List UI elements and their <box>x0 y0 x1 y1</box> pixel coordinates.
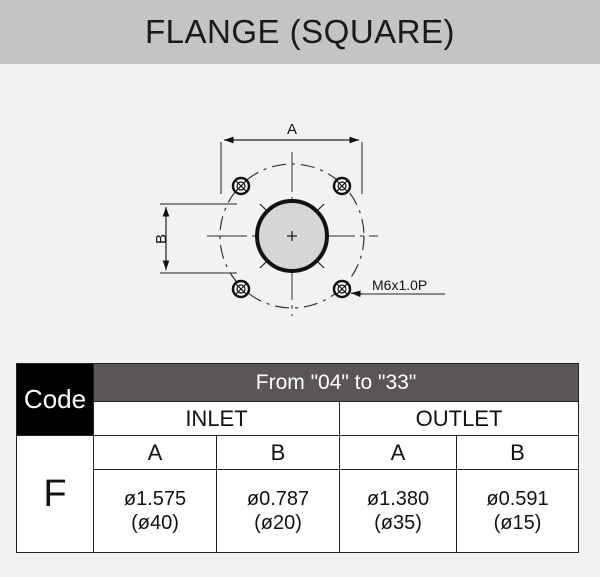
outlet-header: OUTLET <box>338 401 580 436</box>
bolt-callout: M6x1.0P <box>350 277 445 298</box>
bolt-size-label: M6x1.0P <box>372 277 427 293</box>
dimension-a: A <box>220 121 363 194</box>
range-header: From "04" to "33" <box>92 363 580 402</box>
bolt-hole-top-left <box>231 176 251 196</box>
outlet-b-inch: ø0.591 <box>486 488 549 510</box>
dimension-a-label: A <box>287 121 297 138</box>
dimension-b: B <box>153 203 237 274</box>
outlet-a-inch: ø1.380 <box>366 488 430 510</box>
outlet-a-mm: (ø35) <box>374 512 422 534</box>
outlet-b-mm: (ø15) <box>493 512 542 534</box>
row-code-cell: F <box>16 435 94 553</box>
inlet-a-mm: (ø40) <box>131 512 179 534</box>
bolt-hole-top-right <box>332 176 352 196</box>
outlet-col-a: A <box>339 435 457 470</box>
outlet-col-b: B <box>455 435 580 470</box>
code-header: Code <box>16 363 94 436</box>
bolt-hole-bottom-right <box>332 279 352 299</box>
flange-spec-table: Code From "04" to "33" INLET OUTLET F A … <box>16 363 580 553</box>
flange-drawing: A B M6x1.0P <box>153 121 445 316</box>
page-title: FLANGE (SQUARE) <box>144 13 456 50</box>
outlet-a-value: ø1.380 (ø35) <box>339 469 457 553</box>
inlet-b-mm: (ø20) <box>254 512 302 534</box>
header-bar: FLANGE (SQUARE) <box>0 0 600 64</box>
inlet-a-inch: ø1.575 <box>123 488 187 510</box>
inlet-a-value: ø1.575 (ø40) <box>93 469 217 553</box>
inlet-b-value: ø0.787 (ø20) <box>216 469 340 553</box>
inlet-col-b: B <box>216 435 340 470</box>
inlet-col-a: A <box>93 435 217 470</box>
bolt-hole-bottom-left <box>231 279 251 299</box>
inlet-b-inch: ø0.787 <box>246 488 310 510</box>
dimension-b-label: B <box>153 234 170 244</box>
outlet-b-value: ø0.591 (ø15) <box>455 469 580 553</box>
inlet-header: INLET <box>93 401 340 436</box>
